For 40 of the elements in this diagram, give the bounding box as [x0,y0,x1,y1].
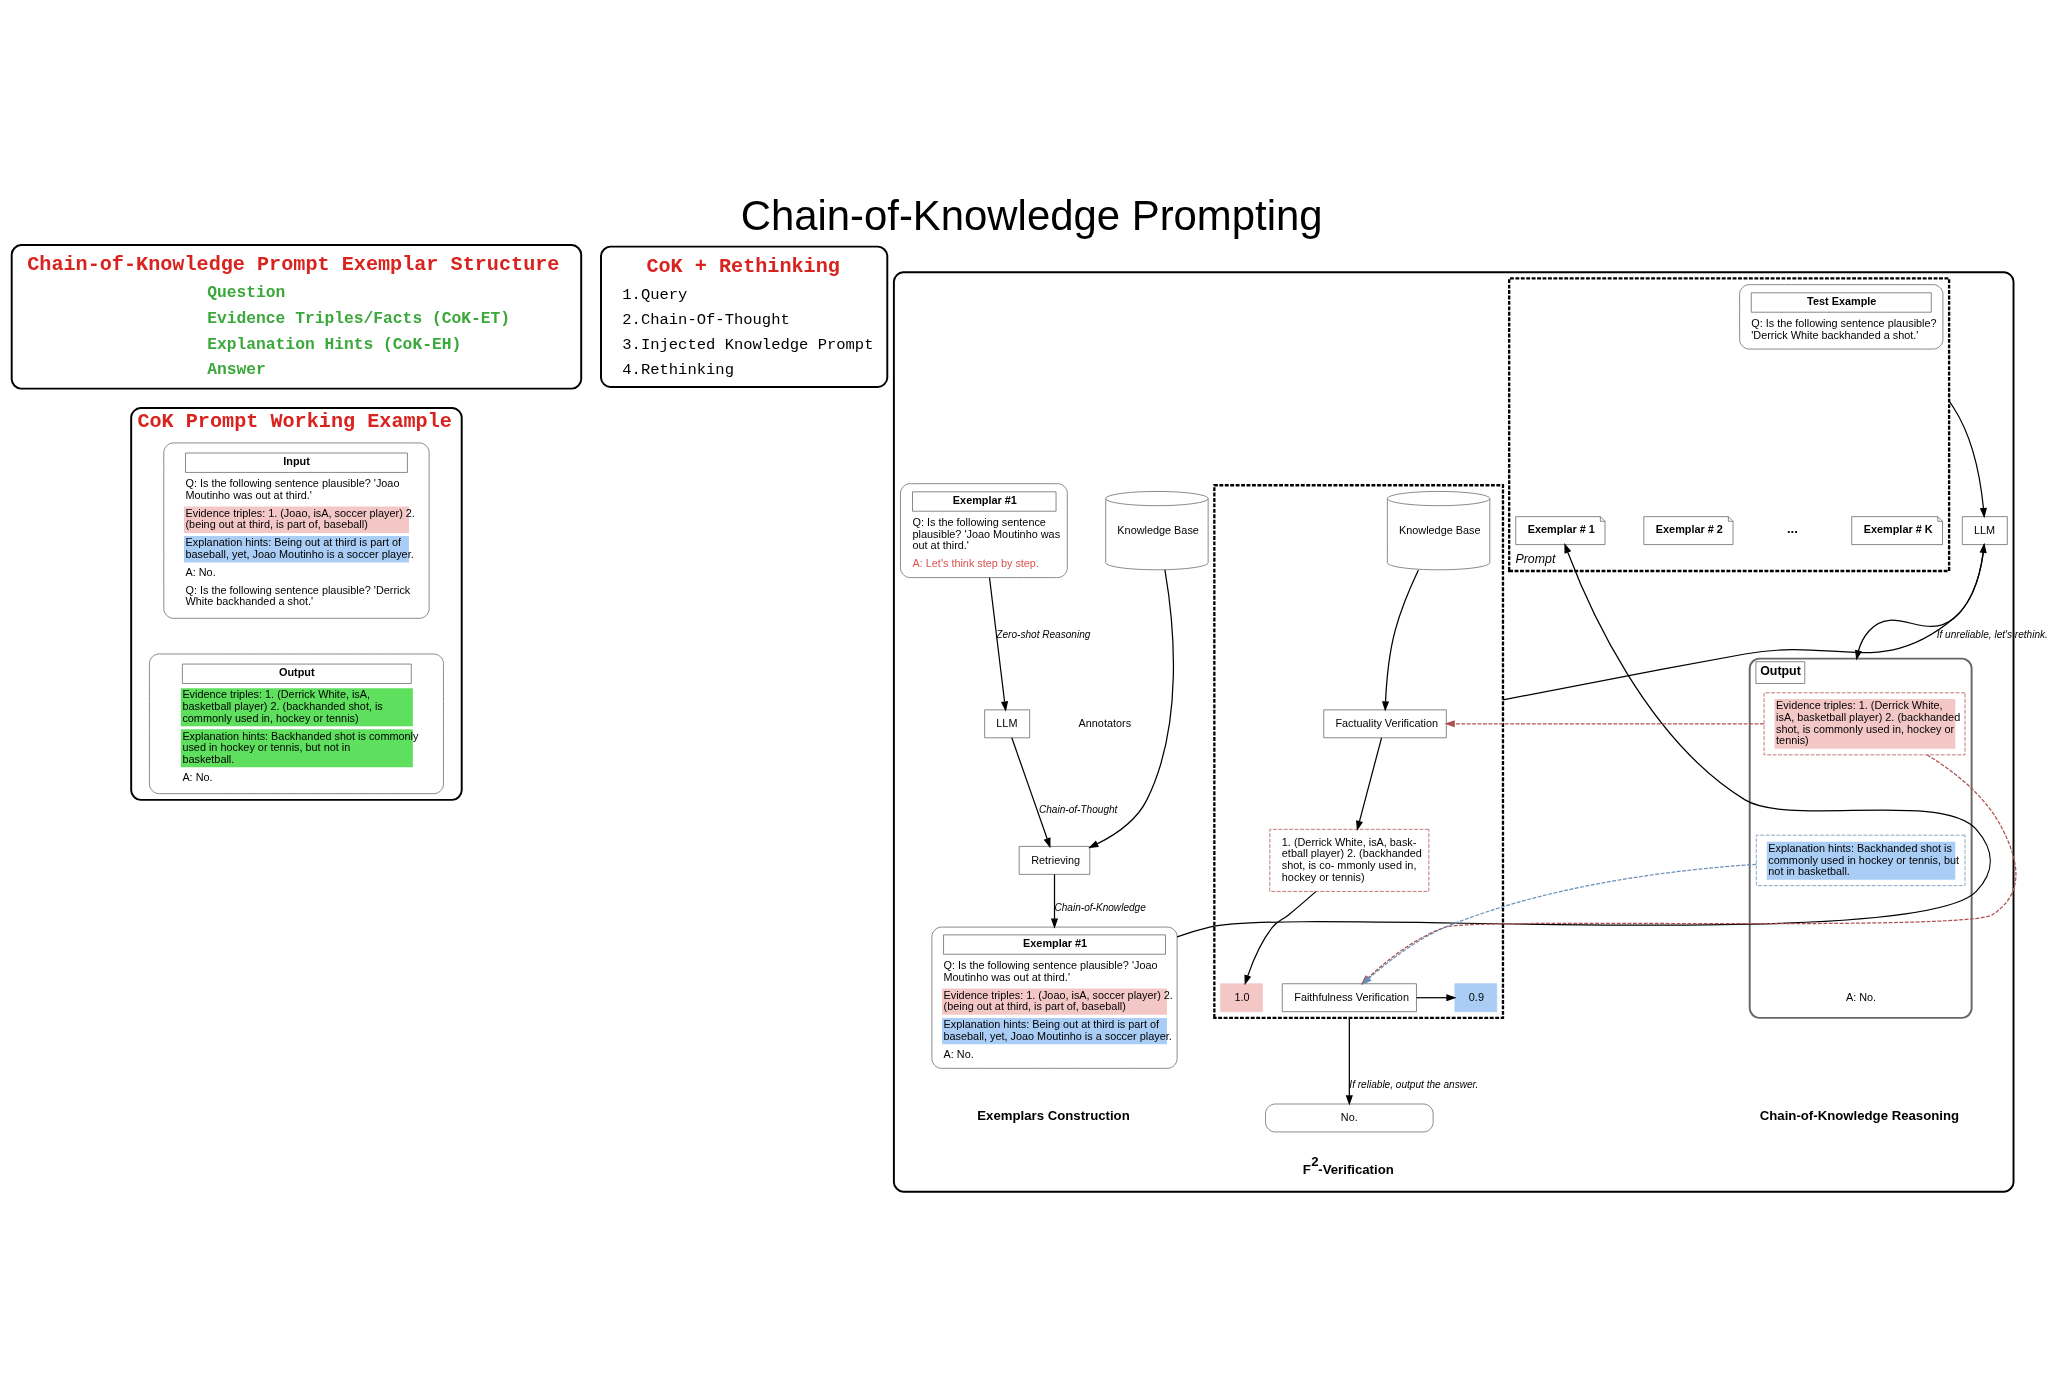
arrow [1381,568,1419,712]
node-box: 1.0 [1220,982,1263,1012]
node-box: Retrieving [1018,845,1091,875]
label: Annotators [1078,716,1132,729]
label: Exemplars Construction [977,1107,1130,1123]
arrow [1356,736,1383,831]
arrow [1855,543,1985,660]
node-box: Faithfulness Verification [1281,982,1417,1012]
node-box: Exemplar #1 Q: Is the following sentence plausible? 'Joao Moutinho was out at third.' Evidence triples: 1. (Joao, isA, soccer player) 2. (being out at third, is part of, baseball) Explanation hints: Being out at third is part of baseball, yet, Joao Moutinho is a soccer player. A: No. [931,926,1178,1069]
node-box: 0.9 [1454,982,1498,1012]
label: Chain-of-Knowledge Reasoning [1759,1107,1960,1123]
arrow [1011,736,1051,848]
arrow [1502,542,1987,700]
node-box: CoK + Rethinking 1.Query 2.Chain-Of-Thought 3.Injected Knowledge Prompt 4.Rethinking [600,245,889,388]
arrow [1345,1016,1353,1106]
diagram-title: Chain-of-Knowledge Prompting [740,191,1323,239]
arrow [1444,719,1765,727]
edge-label: If unreliable, let's rethink. [1936,628,2048,640]
node-box: No. [1265,1103,1434,1132]
cluster [1213,483,1505,1019]
arrow [1415,993,1457,1001]
node-box: Explanation hints: Backhanded shot is commonly used in hockey or tennis, but not in basketball. [1755,834,1966,886]
node-box: Input Q: Is the following sentence plausible? 'Joao Moutinho was out at third.' Evidence triples: 1. (Joao, isA, soccer player) 2. (being out at third, is part of, baseball) Explanation hints: Being out at third is part of baseball, yet, Joao Moutinho is a soccer player. A: No. Q: Is the following sentence plausible? 'Derrick White backhanded a shot.' [163,442,430,619]
node-box: Exemplar #1 Q: Is the following sentence plausible? 'Joao Moutinho was out at third.' A: Let's think step by step. [900,482,1068,578]
arrow [988,576,1009,712]
node-box: LLM [984,708,1031,738]
arrow [1244,890,1317,985]
node-box: Test Example Q: Is the following sentence plausible? 'Derrick White backhanded a shot.' [1739,283,1944,349]
node-box: Chain-of-Knowledge Prompt Exemplar Structure Question Evidence Triples/Facts (CoK-ET) Explanation Hints (CoK-EH) Answer [10,243,583,390]
arrow [1176,542,1991,937]
node-box: Factuality Verification [1323,708,1447,738]
node-box: 1. (Derrick White, isA, bask- etball player) 2. (backhanded shot, is co- mmonly used in, hockey or tennis) [1269,828,1430,892]
edge-label: Chain-of-Thought [1038,803,1118,815]
edge-label: Chain-of-Knowledge [1054,901,1146,913]
node-box: LLM [1961,515,2008,545]
label: ... [1786,520,1798,536]
arrow [1088,568,1174,848]
node-box: Evidence triples: 1. (Derrick White, isA, basketball player) 2. (backhanded shot, is commonly used in, hockey or tennis) [1763,691,1966,755]
arrow [1948,400,1987,518]
arrow [1050,873,1059,929]
